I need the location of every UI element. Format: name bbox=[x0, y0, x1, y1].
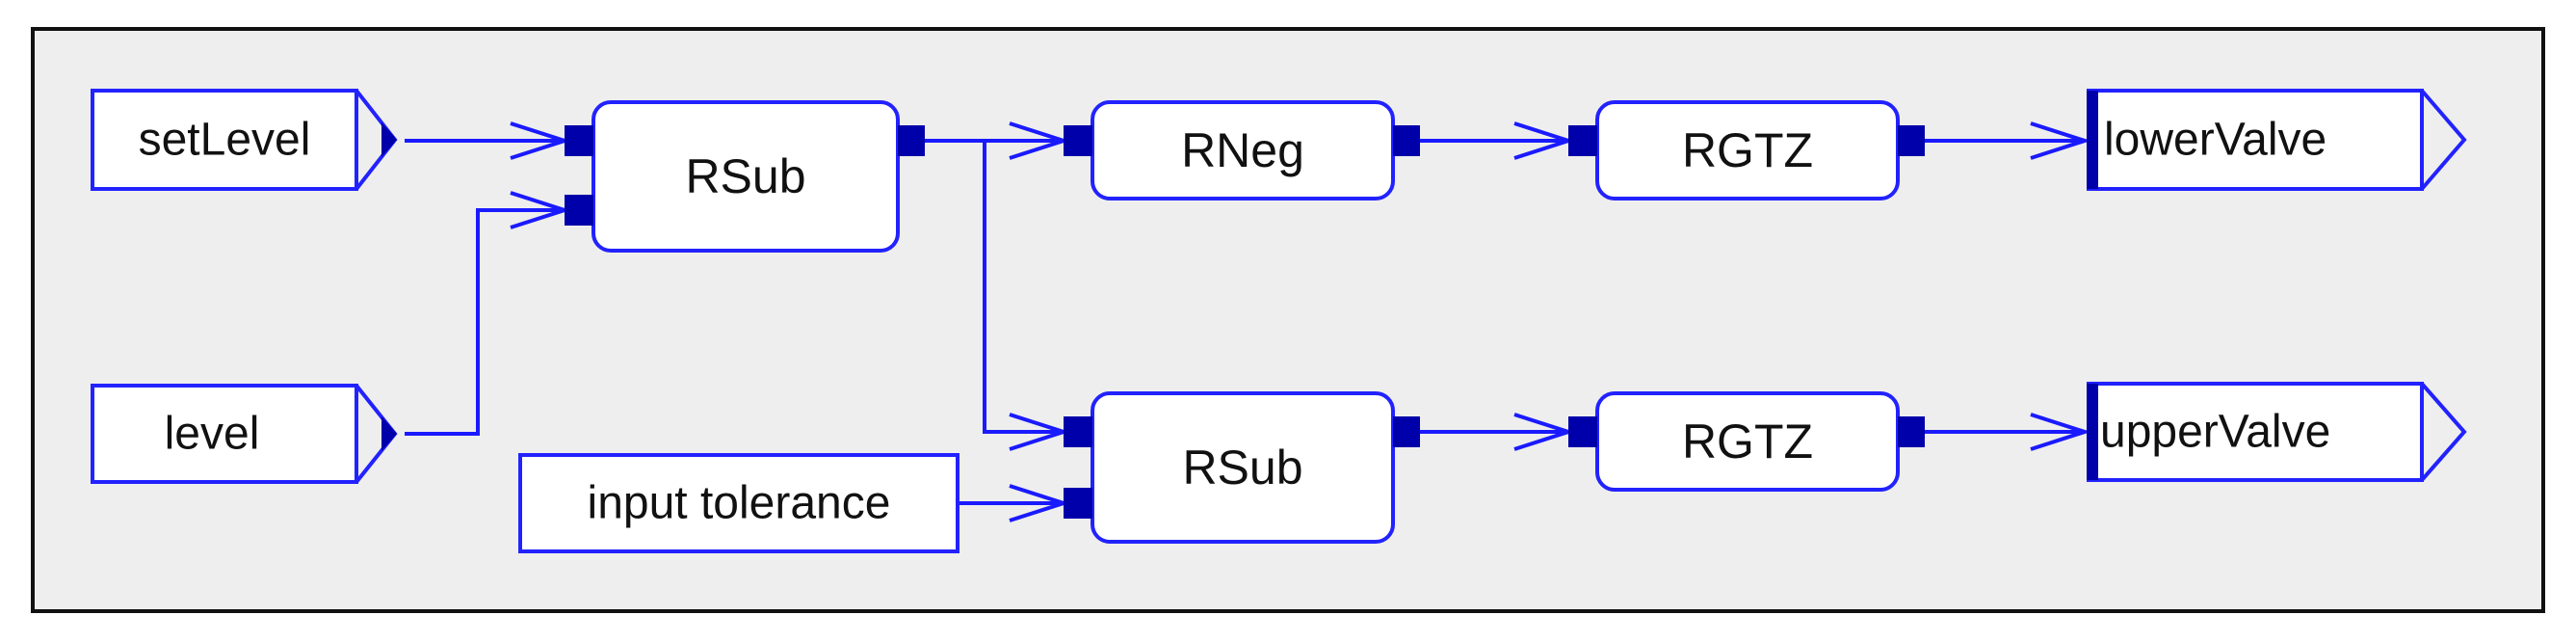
input-port-marker bbox=[565, 125, 593, 156]
block-rgtz-bottom[interactable]: RGTZ bbox=[1568, 391, 1925, 492]
input-port-marker bbox=[1064, 488, 1092, 519]
input-port-marker bbox=[1064, 416, 1092, 447]
output-port-label: upperValve bbox=[2100, 407, 2330, 458]
block-label: RGTZ bbox=[1682, 123, 1813, 177]
input-port-marker bbox=[1568, 125, 1597, 156]
input-tolerance-label: input tolerance bbox=[588, 478, 891, 529]
output-port-marker bbox=[381, 122, 397, 157]
input-port-marker bbox=[2087, 384, 2098, 480]
block-label: RGTZ bbox=[1682, 415, 1813, 468]
output-port-uppervalve[interactable]: upperValve bbox=[2087, 382, 2467, 482]
wire-level-to-rsub-top bbox=[405, 210, 565, 436]
output-port-marker bbox=[381, 416, 397, 451]
block-rgtz-top[interactable]: RGTZ bbox=[1568, 100, 1925, 201]
output-port-marker bbox=[898, 125, 925, 156]
input-port-marker bbox=[1064, 125, 1092, 156]
output-port-marker bbox=[1898, 125, 1925, 156]
input-port-label: level bbox=[165, 409, 260, 460]
block-rsub-bottom[interactable]: RSub bbox=[1064, 391, 1420, 544]
block-label: RNeg bbox=[1181, 123, 1304, 177]
output-port-marker bbox=[1393, 125, 1420, 156]
block-label: RSub bbox=[1182, 441, 1302, 495]
input-port-marker bbox=[1568, 416, 1597, 447]
block-label: RSub bbox=[685, 149, 805, 203]
block-rneg[interactable]: RNeg bbox=[1064, 100, 1420, 201]
output-port-marker bbox=[1393, 416, 1420, 447]
input-port-setlevel[interactable]: setLevel bbox=[91, 89, 398, 191]
input-port-level[interactable]: level bbox=[91, 384, 398, 484]
input-tolerance-box[interactable]: input tolerance bbox=[518, 453, 959, 553]
wire-rsub-top-to-rsub-bottom bbox=[983, 141, 1064, 432]
output-port-label: lowerValve bbox=[2104, 115, 2326, 166]
input-port-label: setLevel bbox=[139, 115, 311, 166]
input-port-marker bbox=[565, 195, 593, 226]
input-port-marker bbox=[2087, 91, 2098, 189]
output-port-marker bbox=[1898, 416, 1925, 447]
output-port-lowervalve[interactable]: lowerValve bbox=[2087, 89, 2467, 191]
block-rsub-top[interactable]: RSub bbox=[565, 100, 925, 253]
wires bbox=[405, 141, 2085, 503]
